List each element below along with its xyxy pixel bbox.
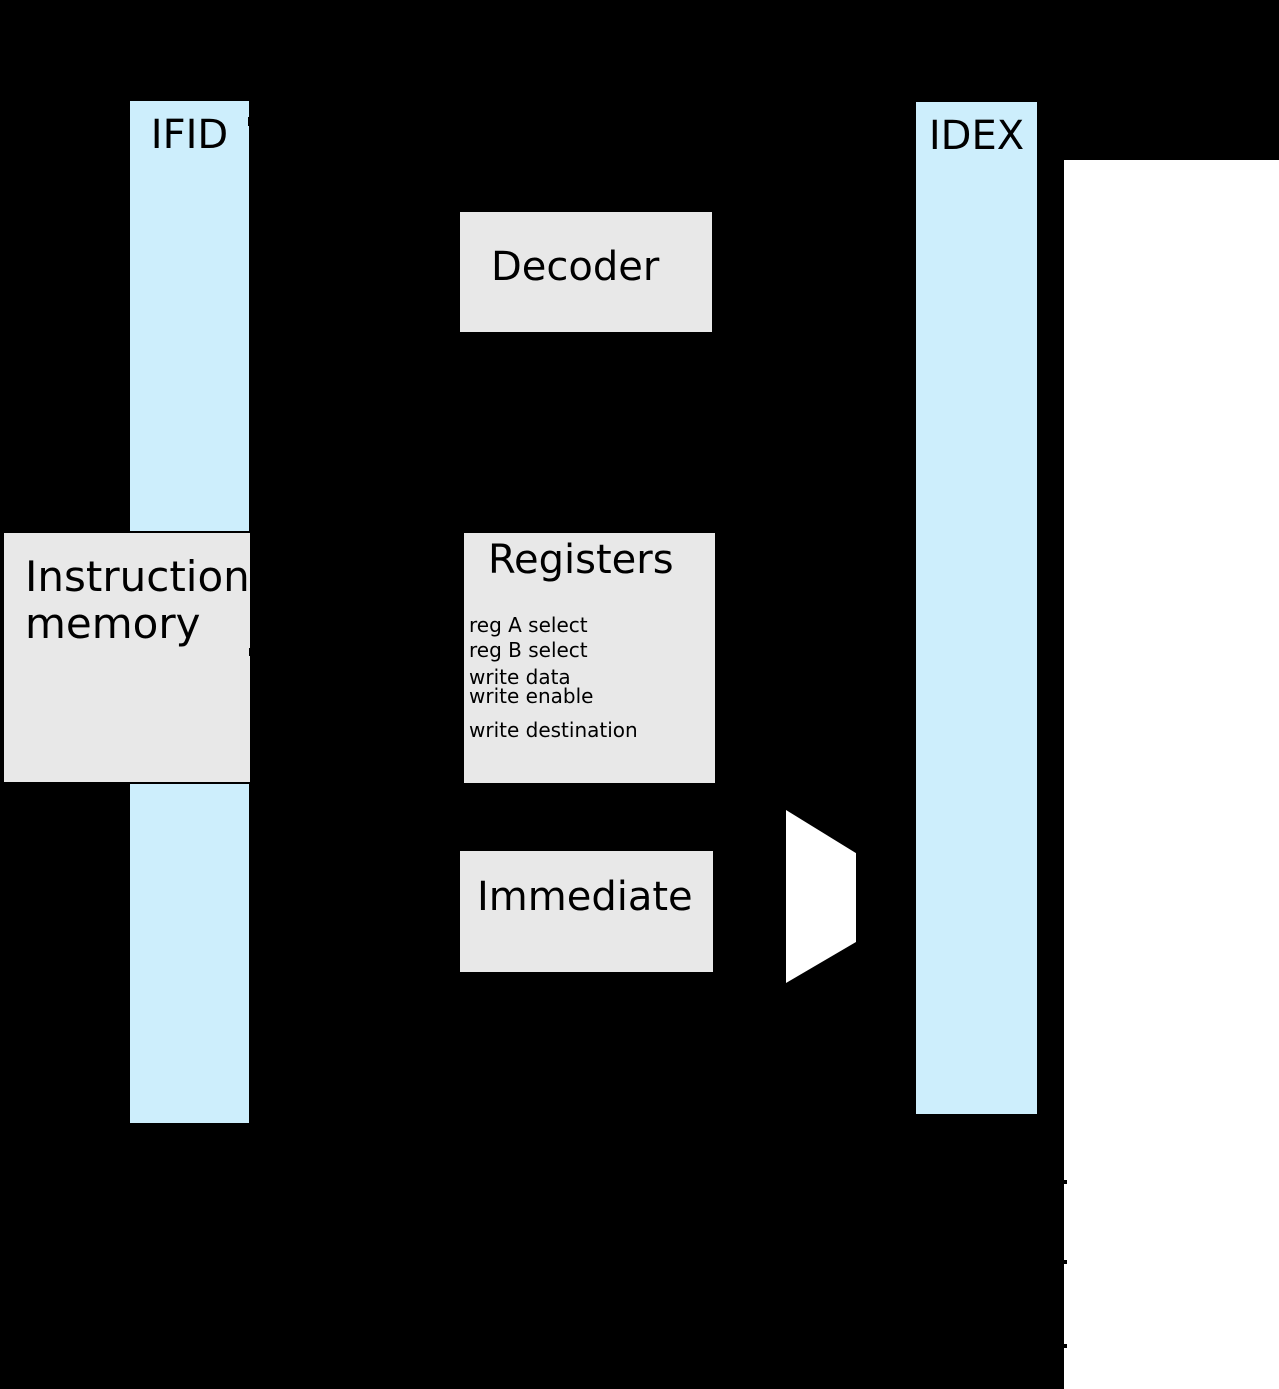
registers-port-write-data: write data (469, 665, 571, 689)
wire-stub (248, 117, 253, 126)
mux-shape (786, 810, 856, 983)
instruction-memory-block: Instruction memory (2, 531, 252, 784)
instruction-memory-label-line2: memory (25, 599, 201, 648)
idex-label: IDEX (928, 113, 1025, 159)
wire-stub (1061, 1344, 1067, 1348)
registers-port-write-destination: write destination (469, 718, 638, 742)
right-white-panel (1064, 160, 1279, 1389)
registers-block: Registers reg A select reg B select writ… (462, 531, 717, 785)
immediate-label: Immediate (477, 874, 693, 920)
registers-port-write-enable: write enable (469, 684, 594, 708)
registers-port-reg-a-select: reg A select (469, 613, 588, 637)
wire-stub (249, 648, 254, 656)
wire-stub (1061, 1180, 1067, 1184)
wire-stub (1061, 1260, 1067, 1264)
idex-pipeline-register-bar: IDEX (914, 100, 1039, 1116)
immediate-block: Immediate (458, 849, 715, 974)
registers-title: Registers (488, 537, 674, 583)
decoder-block: Decoder (458, 210, 714, 334)
ifid-label: IFID (150, 112, 229, 158)
decoder-label: Decoder (491, 244, 660, 290)
instruction-memory-label-line1: Instruction (25, 552, 250, 601)
registers-port-reg-b-select: reg B select (469, 638, 588, 662)
